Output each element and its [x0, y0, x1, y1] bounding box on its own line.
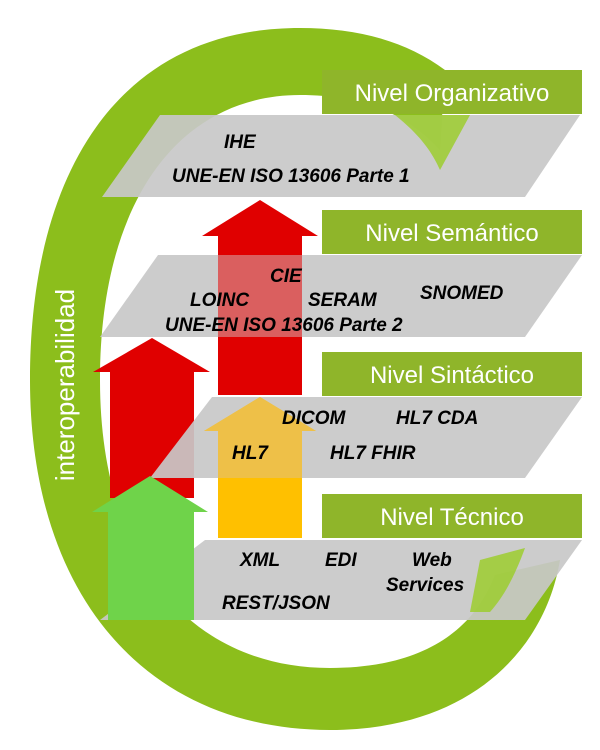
interoperability-ring: [30, 28, 560, 730]
standard-edi: EDI: [325, 550, 357, 571]
standard-snomed: SNOMED: [420, 283, 504, 304]
standard-une-en-iso-13606-parte-2: UNE-EN ISO 13606 Parte 2: [165, 315, 403, 336]
level-title-box-tecnico: [322, 494, 582, 538]
standard-dicom: DICOM: [282, 408, 347, 429]
standard-cie: CIE: [270, 266, 303, 287]
level-title-box-semantico: [322, 210, 582, 254]
level-title-organizativo: Nivel Organizativo: [355, 80, 550, 107]
standard-une-en-iso-13606-parte-1: UNE-EN ISO 13606 Parte 1: [172, 166, 410, 187]
standard-seram: SERAM: [308, 290, 378, 311]
level-title-box-organizativo: [322, 70, 582, 114]
ring-overlap-4: [470, 548, 525, 612]
level-plane-tecnico: [100, 540, 582, 620]
red-arrow-tall-plane-tint: [218, 255, 302, 337]
level-title-box-sintactico: [322, 352, 582, 396]
level-title-sintactico: Nivel Sintáctico: [370, 362, 534, 389]
green-arrow: [92, 476, 208, 620]
orange-arrow-head-tint: [204, 397, 316, 431]
ring-label: interoperabilidad: [50, 289, 80, 481]
standard-ihe: IHE: [224, 132, 257, 153]
standard-rest-json: REST/JSON: [222, 593, 331, 614]
orange-arrow-plane-tint: [218, 431, 302, 478]
standard-web: Web: [412, 550, 452, 571]
level-title-tecnico: Nivel Técnico: [380, 504, 524, 531]
standard-xml: XML: [239, 550, 280, 571]
standard-loinc: LOINC: [190, 290, 249, 311]
level-title-semantico: Nivel Semántico: [365, 220, 538, 247]
standard-hl7-fhir: HL7 FHIR: [330, 443, 416, 464]
level-plane-organizativo: [102, 115, 580, 197]
standard-hl7: HL7: [232, 443, 269, 464]
level-plane-sintactico: [150, 397, 582, 478]
standard-services: Services: [386, 575, 464, 596]
ring-overlap-1: [395, 115, 470, 170]
standard-hl7-cda: HL7 CDA: [396, 408, 478, 429]
